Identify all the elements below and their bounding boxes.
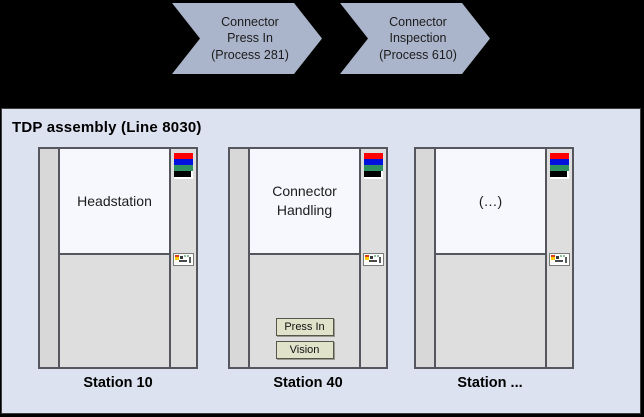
line-panel: TDP assembly (Line 8030) Headstation Sta… <box>1 108 641 414</box>
station-40[interactable]: Connector Handling Press In Vision <box>228 147 388 369</box>
station-body: Headstation <box>58 147 171 369</box>
station-button-press-in[interactable]: Press In <box>275 318 334 336</box>
hmi-panel-icon[interactable] <box>173 253 194 266</box>
process-step-label: Connector Inspection (Process 610) <box>379 14 457 62</box>
station-caption-next: Station ... <box>457 375 523 391</box>
hmi-panel-icon[interactable] <box>549 253 570 266</box>
station-left-column <box>414 147 434 369</box>
station-body: (…) <box>434 147 547 369</box>
station-caption-10: Station 10 <box>83 375 153 391</box>
station-lower-area <box>436 255 545 367</box>
station-body-label: Headstation <box>60 149 169 255</box>
station-right-column <box>547 147 574 369</box>
hmi-panel-icon[interactable] <box>363 253 384 266</box>
station-button-vision[interactable]: Vision <box>275 341 334 359</box>
station-10[interactable]: Headstation <box>38 147 198 369</box>
process-step-label: Connector Press In (Process 281) <box>211 14 289 62</box>
process-flow-row: Connector Press In (Process 281) Connect… <box>0 0 644 108</box>
process-step-connector-inspection[interactable]: Connector Inspection (Process 610) <box>340 3 490 74</box>
station-lower-area <box>60 255 169 367</box>
stack-light-icon <box>364 153 383 179</box>
stack-light-icon <box>174 153 193 179</box>
station-body-label: (…) <box>436 149 545 255</box>
line-panel-title: TDP assembly (Line 8030) <box>12 119 202 136</box>
station-left-column <box>228 147 248 369</box>
process-step-connector-press-in[interactable]: Connector Press In (Process 281) <box>172 3 322 74</box>
station-body: Connector Handling Press In Vision <box>248 147 361 369</box>
station-right-column <box>361 147 388 369</box>
station-lower-area: Press In Vision <box>250 255 359 367</box>
station-right-column <box>171 147 198 369</box>
stack-light-icon <box>550 153 569 179</box>
station-body-label: Connector Handling <box>250 149 359 255</box>
station-next[interactable]: (…) <box>414 147 574 369</box>
station-left-column <box>38 147 58 369</box>
station-caption-40: Station 40 <box>273 375 343 391</box>
